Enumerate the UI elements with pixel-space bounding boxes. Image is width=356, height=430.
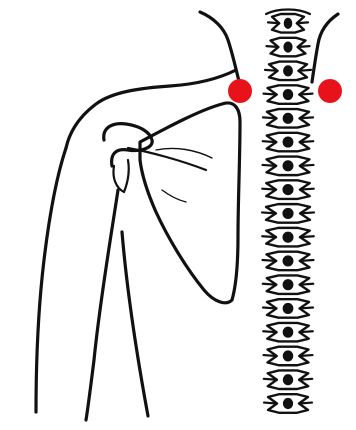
transverse-process: [297, 22, 308, 23]
spinous-process: [283, 304, 292, 314]
transverse-process: [263, 117, 276, 118]
transverse-process: [264, 403, 277, 404]
transverse-process: [263, 165, 277, 166]
transverse-process: [300, 141, 314, 142]
transverse-process: [262, 236, 276, 237]
transverse-process: [299, 403, 312, 404]
spinous-process: [283, 90, 292, 100]
transverse-process: [300, 236, 314, 237]
scapula-fossa: [162, 190, 186, 202]
spinous-process: [283, 137, 292, 147]
spinous-process: [283, 161, 292, 171]
transverse-process: [299, 379, 312, 380]
transverse-process: [299, 94, 312, 95]
transverse-process: [300, 284, 314, 285]
transverse-process: [300, 212, 314, 213]
spinous-process: [284, 42, 292, 52]
left-trigger-point-marker: [228, 79, 252, 103]
neck-left-contour: [200, 12, 240, 85]
spinous-process: [283, 256, 292, 266]
spinous-process: [284, 399, 293, 409]
transverse-process: [300, 117, 313, 118]
right-trigger-point-marker: [318, 79, 342, 103]
transverse-process: [263, 260, 277, 261]
transverse-process: [263, 141, 277, 142]
transverse-process: [263, 331, 276, 332]
transverse-process: [264, 94, 277, 95]
spinous-process: [283, 185, 293, 195]
transverse-process: [300, 308, 313, 309]
spinous-process: [283, 114, 292, 124]
arm-crease: [122, 232, 148, 416]
spinous-process: [283, 351, 292, 361]
spinous-process: [284, 18, 291, 28]
transverse-process: [300, 189, 314, 190]
spinous-process: [283, 232, 293, 242]
scapula-contour: [140, 103, 240, 303]
spine-column: [262, 10, 314, 413]
transverse-process: [267, 46, 279, 47]
spinous-process: [284, 66, 292, 76]
transverse-process: [300, 260, 314, 261]
spinous-process: [283, 280, 292, 290]
spinous-process: [283, 327, 292, 337]
arm-outer-contour: [36, 148, 66, 412]
transverse-process: [300, 165, 314, 166]
spinous-process: [283, 209, 293, 219]
transverse-process: [263, 308, 276, 309]
transverse-process: [265, 70, 278, 71]
spinous-process: [284, 375, 293, 385]
transverse-process: [298, 46, 310, 47]
transverse-process: [268, 22, 279, 23]
humeral-head-contour: [113, 160, 128, 192]
transverse-process: [298, 70, 311, 71]
transverse-process: [263, 284, 277, 285]
arm-inner-contour: [86, 190, 118, 420]
transverse-process: [262, 189, 276, 190]
transverse-process: [299, 355, 312, 356]
transverse-process: [264, 355, 277, 356]
neck-right-contour: [312, 14, 338, 82]
transverse-process: [299, 331, 312, 332]
transverse-process: [262, 212, 276, 213]
transverse-process: [264, 379, 277, 380]
